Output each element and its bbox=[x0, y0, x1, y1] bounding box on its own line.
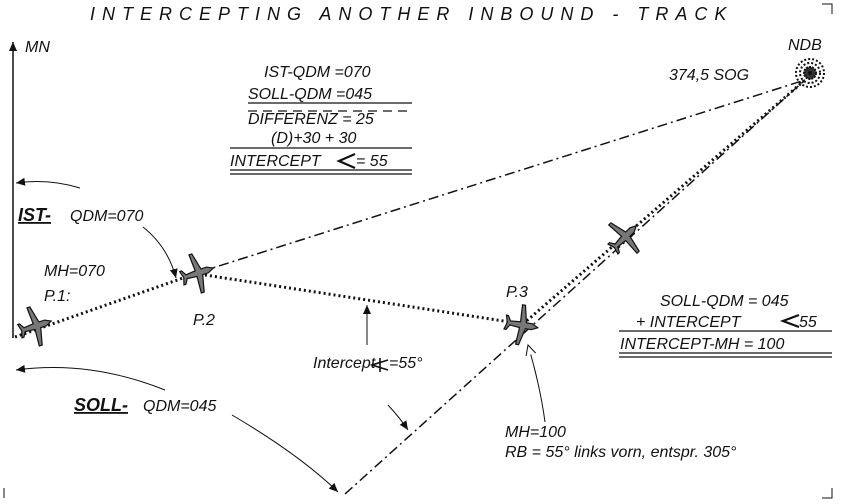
ndb-frequency-label: 374,5 SOG bbox=[669, 67, 749, 84]
mh100-pointer bbox=[528, 345, 546, 423]
soll-tick-arrow bbox=[387, 404, 409, 431]
ndb-label: NDB bbox=[788, 37, 822, 54]
position-p1-label: P.1: bbox=[44, 288, 70, 305]
calc-right-intercept-mh: INTERCEPT-MH = 100 bbox=[620, 336, 784, 353]
calc-right-intercept-label: + INTERCEPT bbox=[636, 314, 742, 331]
diagram-title: INTERCEPTING ANOTHER INBOUND - TRACK bbox=[90, 4, 733, 24]
calc-top-intercept-value: = 55 bbox=[356, 153, 388, 170]
calc-right-intercept-value: 55 bbox=[799, 314, 817, 331]
calc-top-differenz: DIFFERENZ = 25 bbox=[248, 111, 374, 128]
ist-label-rest: QDM=070 bbox=[70, 208, 143, 225]
mh-100-label: MH=100 bbox=[505, 424, 566, 441]
soll-label-rest: QDM=045 bbox=[143, 398, 216, 415]
soll-label-bold: SOLL- bbox=[74, 395, 128, 415]
intercept-angle-suffix: =55° bbox=[389, 355, 423, 372]
soll-pointer-arc bbox=[231, 414, 339, 493]
position-p2-label: P.2 bbox=[193, 312, 215, 329]
relative-bearing-label: RB = 55° links vorn, entspr. 305° bbox=[505, 444, 737, 461]
ist-qdm-arc bbox=[15, 177, 81, 189]
calc-top-intercept-label: INTERCEPT bbox=[230, 153, 322, 170]
ist-label-bold: IST- bbox=[18, 205, 51, 225]
corner-mark-bottom-right bbox=[822, 488, 833, 499]
ist-pointer-arc bbox=[142, 226, 178, 279]
intercept-angle-prefix: Intercept bbox=[313, 355, 376, 372]
flight-path-p2-p3 bbox=[204, 273, 524, 326]
magnetic-north-label: MN bbox=[25, 39, 50, 56]
calc-top-block: IST-QDM =070 SOLL-QDM =045 DIFFERENZ = 2… bbox=[230, 64, 412, 175]
calc-right-block: SOLL-QDM = 045 + INTERCEPT 55 INTERCEPT-… bbox=[619, 293, 832, 358]
flight-path-p3-ndb bbox=[522, 78, 806, 326]
soll-qdm-arc bbox=[15, 364, 166, 391]
corner-mark-top-right bbox=[822, 3, 833, 14]
airplane-p3-icon bbox=[501, 301, 542, 349]
airplane-p2-icon bbox=[175, 248, 220, 298]
calc-top-ist-qdm: IST-QDM =070 bbox=[264, 64, 371, 81]
intercept-angle-icon bbox=[336, 152, 356, 170]
soll-qdm-track bbox=[344, 79, 806, 495]
ndb-beacon-icon bbox=[795, 58, 825, 88]
airplane-inbound-icon bbox=[598, 210, 652, 264]
calc-top-soll-qdm: SOLL-QDM =045 bbox=[248, 86, 372, 103]
intercept-angle-symbol-icon bbox=[369, 358, 389, 372]
ist-qdm-line bbox=[199, 79, 806, 273]
mh-070-label: MH=070 bbox=[44, 263, 105, 280]
calc-top-correction: (D)+30 + 30 bbox=[271, 130, 356, 147]
position-p3-label: P.3 bbox=[506, 284, 528, 301]
calc-right-soll-qdm: SOLL-QDM = 045 bbox=[660, 293, 789, 310]
airplane-p1-icon bbox=[13, 301, 58, 351]
intercept-angle-icon-right bbox=[779, 313, 800, 329]
